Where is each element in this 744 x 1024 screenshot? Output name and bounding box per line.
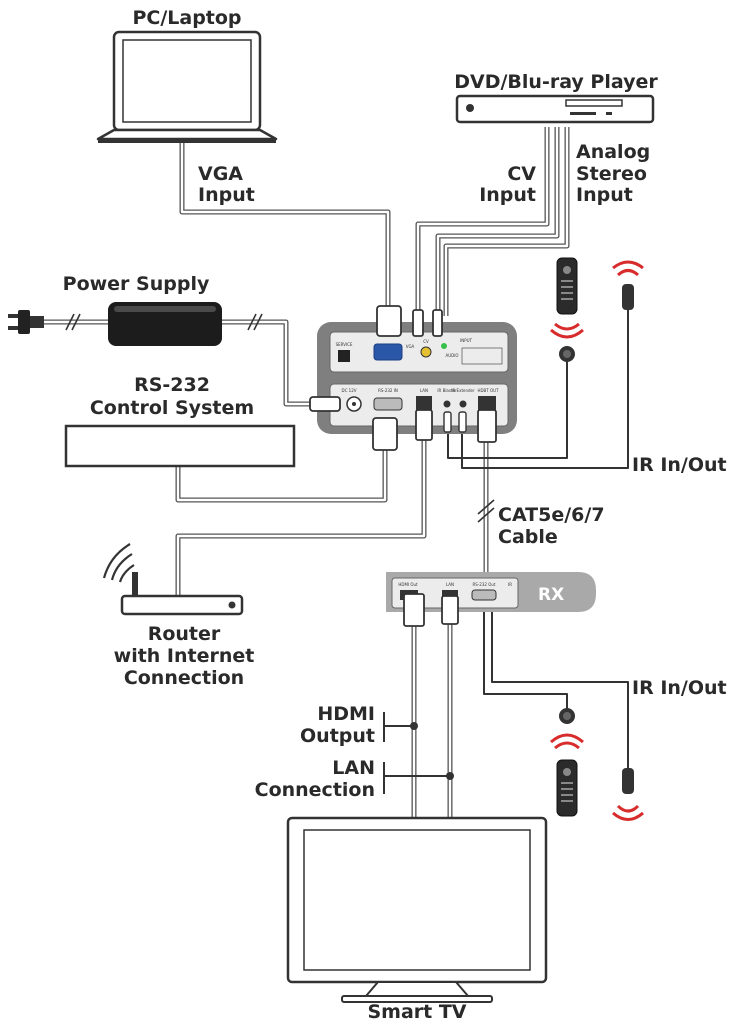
rs232-label-line1: RS-232 [134,374,210,396]
rs232-port [373,397,403,411]
tx-cv-text: CV [423,339,429,344]
cv-port [420,346,432,358]
tx-connectors [309,305,497,451]
hdmi-callout-marker [383,712,418,742]
router-label-line3: Connection [124,667,244,689]
tx-dc-text: DC 12V [342,388,357,393]
cv-label-line1: CV [507,163,536,185]
ir-signal-icon-3 [550,733,584,750]
tv-label: Smart TV [367,1001,466,1023]
cat-label-line1: CAT5e/6/7 [498,504,605,526]
cable-break-icon [477,499,495,523]
tx-input-text: INPUT [460,338,473,343]
hdbt-port [478,396,496,410]
ir-bottom-label: IR In/Out [632,677,727,699]
control-system-box [64,424,296,468]
dvd-label: DVD/Blu-ray Player [454,71,658,93]
power-adapter [108,302,222,346]
cv-label-line2: Input [479,184,536,206]
tx-ir-blaster-text: IR Blaster [437,388,457,393]
router-label-line1: Router [148,623,221,645]
lan-callout-marker [383,762,454,794]
rs232-label-line2: Control System [90,397,254,419]
vga-cable [179,140,391,312]
smart-tv [286,816,548,1003]
rx-hdmi-text: HDMI Out [398,582,418,587]
analog-audio-cable [435,127,560,316]
vga-label-line1: VGA [198,163,243,185]
analog-audio-cable-2 [443,127,570,316]
rx-label: RX [538,585,564,605]
tx-service-text: SERVICE [336,342,353,347]
dvd-player [455,94,655,124]
hdmi-label-line1: HDMI [317,703,375,725]
ir-receiver-icon [559,346,575,362]
ir-emitter-icon [622,284,634,310]
analog-label-line1: Analog [576,141,650,163]
tx-rs232-text: RS-232 IN [378,388,398,393]
router-lan-cable [175,440,427,598]
router-label-line2: with Internet [114,645,255,667]
remote-control-icon-2 [556,759,578,817]
rx-rs232-text: RS-232 Out [473,582,496,587]
ir-top-label: IR In/Out [632,454,727,476]
ir-signal-icon [550,322,584,339]
tx-lan-text: LAN [420,388,428,393]
tx-hdbt-text: HDBT OUT [477,388,499,393]
vga-port [373,343,403,361]
cv-cable [415,127,550,316]
analog-label-line3: Input [576,184,633,206]
tx-audio-text: AUDIO [445,353,458,358]
led-green-icon [441,343,447,349]
rx-lan-text: LAN [446,582,454,587]
rx-ir-text: IR [508,582,512,587]
tx-ir-extender-text: IR Extender [451,388,475,393]
cable-break-marks [65,313,263,331]
service-port [338,350,350,362]
power-supply-label: Power Supply [63,273,210,295]
ir-receiver-icon-2 [559,708,575,724]
hdmi-label-line2: Output [300,725,375,747]
vga-label-line2: Input [198,184,255,206]
tx-unit: SERVICE VGA CV INPUT AUDIO DC 12V RS-232… [317,322,517,434]
ir-emitter-icon-2 [622,768,634,794]
lan-label-line1: LAN [332,757,375,779]
power-plug-icon [8,310,44,334]
ir-cables-bottom [483,610,629,770]
remote-control-icon [556,257,578,315]
rs232-cable [175,444,388,503]
ir-signal-icon-2 [612,260,644,277]
analog-label-line2: Stereo [576,163,647,185]
ir-signal-icon-4 [612,804,644,821]
wifi-signal-icon [102,543,135,583]
laptop [96,30,278,143]
pc-label: PC/Laptop [132,7,241,29]
lan-port [416,396,432,410]
cat-label-line2: Cable [498,526,558,548]
rx-connectors [403,593,459,627]
router [120,572,244,616]
lan-label-line2: Connection [255,779,375,801]
tx-vga-text: VGA [406,344,415,349]
ir-cables-top [447,310,629,469]
